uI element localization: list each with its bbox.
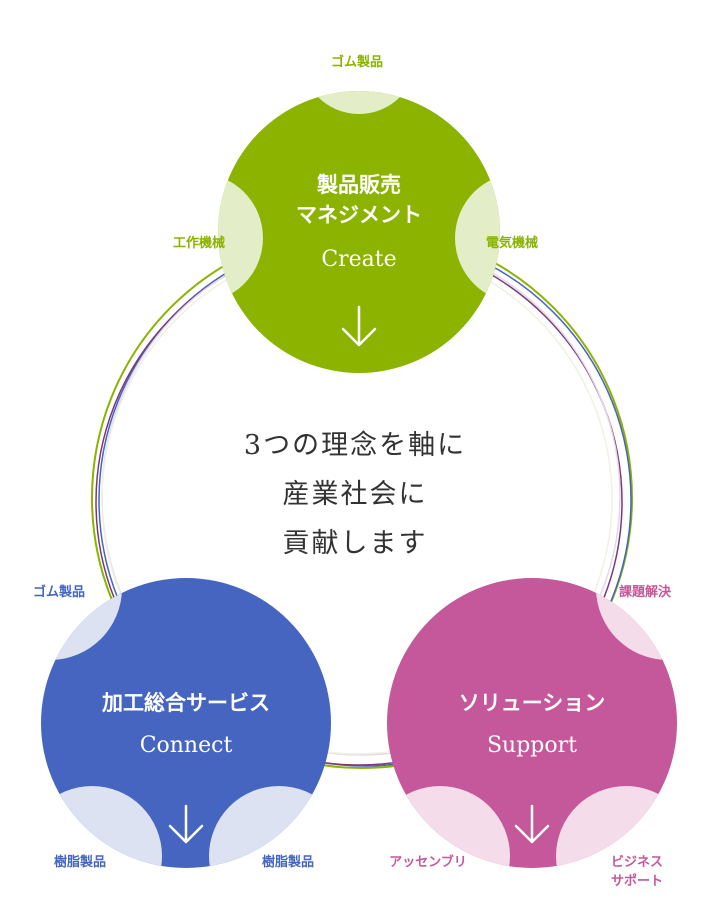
center-text-line-3: 貢献します bbox=[283, 528, 428, 559]
center-text: 3つの理念を軸に 産業社会に 貢献します bbox=[244, 430, 466, 559]
create-label-right: 電気機械 bbox=[486, 235, 538, 251]
connect-bottom-right-segment bbox=[209, 786, 331, 868]
arrow-down-icon bbox=[341, 305, 377, 347]
center-text-line-1: 3つの理念を軸に bbox=[244, 430, 466, 461]
connect-label-top-left: ゴム製品 bbox=[33, 584, 85, 600]
create-label-top: ゴム製品 bbox=[331, 54, 383, 70]
support-subtitle: Support bbox=[487, 733, 577, 758]
center-text-line-2: 産業社会に bbox=[283, 479, 428, 510]
connect-bottom-left-segment bbox=[41, 786, 162, 868]
connect-label-bottom-right: 樹脂製品 bbox=[262, 854, 314, 870]
support-label-bottom-right-line-1: ビジネス bbox=[611, 854, 663, 870]
arrow-down-icon bbox=[514, 804, 550, 844]
support-bottom-right-segment bbox=[556, 786, 677, 868]
support-label-bottom-left: アッセンブリ bbox=[389, 854, 467, 870]
create-circle: 製品販売 マネジメント Create bbox=[218, 91, 500, 373]
create-title-line-2: マネジメント bbox=[296, 203, 422, 227]
connect-subtitle: Connect bbox=[140, 733, 233, 758]
support-label-top-right: 課題解決 bbox=[619, 584, 672, 600]
create-title-line-1: 製品販売 bbox=[316, 173, 401, 197]
support-label-bottom-right-line-2: サポート bbox=[611, 873, 663, 889]
create-subtitle: Create bbox=[321, 247, 396, 272]
support-title: ソリューション bbox=[459, 691, 606, 715]
connect-label-bottom-left: 樹脂製品 bbox=[54, 854, 106, 870]
create-right-segment bbox=[455, 173, 500, 303]
arrow-down-icon bbox=[168, 804, 204, 844]
create-label-left: 工作機械 bbox=[173, 235, 225, 251]
create-left-segment bbox=[218, 173, 263, 303]
support-bottom-left-segment bbox=[387, 786, 510, 868]
connect-title: 加工総合サービス bbox=[101, 691, 270, 715]
